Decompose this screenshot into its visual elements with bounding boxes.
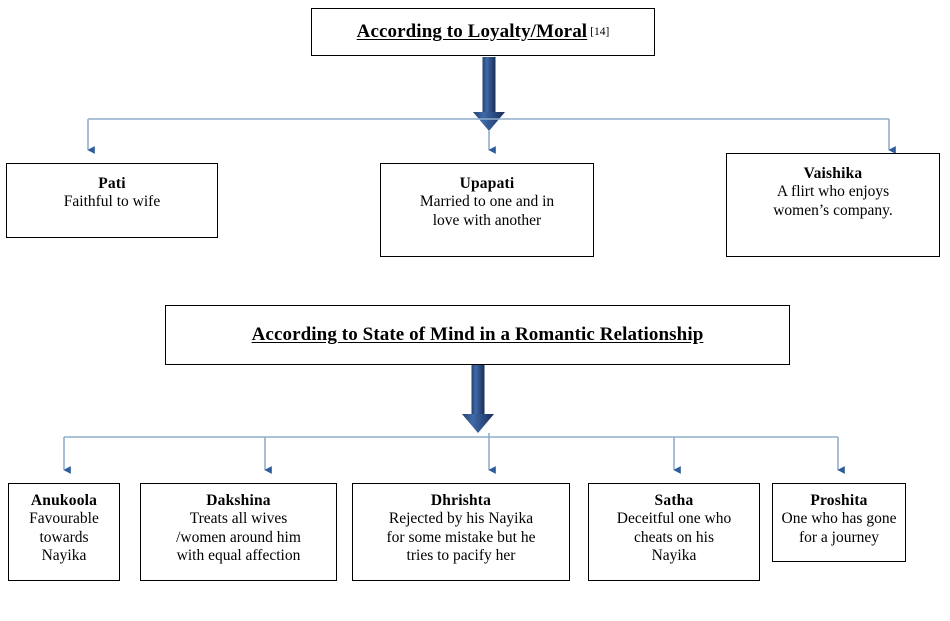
node-title-satha: Satha [654,492,694,509]
node-title-proshita: Proshita [810,492,868,509]
node-dakshina: Dakshina Treats all wives /women around … [140,483,337,581]
node-desc-anukoola: Favourable towards Nayika [29,510,99,564]
node-title-upapati: Upapati [459,175,515,192]
node-upapati: Upapati Married to one and in love with … [380,163,594,257]
node-desc-satha: Deceitful one who cheats on his Nayika [616,510,732,564]
node-pati: Pati Faithful to wife [6,163,218,238]
node-dhrishta: Dhrishta Rejected by his Nayika for some… [352,483,570,581]
node-title-anukoola: Anukoola [30,492,98,509]
header-label-loyalty: According to Loyalty/Moral [356,21,588,42]
drop-lines-state-of-mind [63,433,845,474]
node-desc-pati: Faithful to wife [63,193,161,211]
node-anukoola: Anukoola Favourable towards Nayika [8,483,120,581]
node-desc-upapati: Married to one and in love with another [419,193,555,229]
header-box-loyalty: According to Loyalty/Moral[14] [311,8,655,56]
node-title-vaishika: Vaishika [803,165,863,182]
node-desc-vaishika: A flirt who enjoys women’s company. [773,183,893,219]
header-citation-loyalty: [14] [590,26,610,38]
drop-lines-loyalty [87,119,896,154]
header-box-state-of-mind: According to State of Mind in a Romantic… [165,305,790,365]
node-desc-dhrishta: Rejected by his Nayika for some mistake … [386,510,536,564]
node-title-pati: Pati [98,175,126,192]
header-label-state-of-mind: According to State of Mind in a Romantic… [251,324,704,345]
thick-arrow-loyalty [473,57,505,131]
node-title-dakshina: Dakshina [206,492,271,509]
node-title-dhrishta: Dhrishta [430,492,492,509]
node-desc-proshita: One who has gone for a journey [781,510,897,546]
node-desc-dakshina: Treats all wives /women around him with … [176,510,301,564]
thick-arrow-state-of-mind [462,365,494,433]
node-proshita: Proshita One who has gone for a journey [772,483,906,562]
node-satha: Satha Deceitful one who cheats on his Na… [588,483,760,581]
node-vaishika: Vaishika A flirt who enjoys women’s comp… [726,153,940,257]
